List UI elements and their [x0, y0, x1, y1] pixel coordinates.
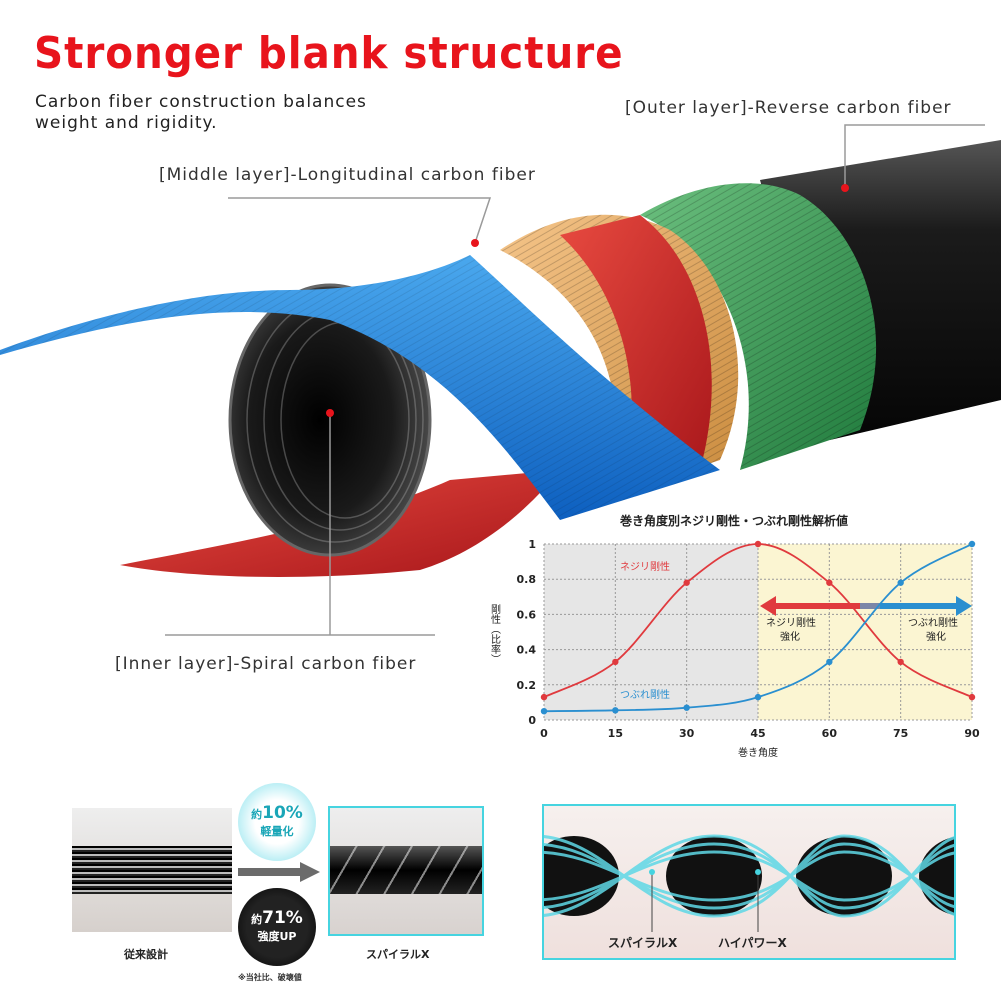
middle-marker-dot [471, 239, 479, 247]
strength-badge: 約71% 強度UP [238, 888, 316, 966]
weave-illustration [544, 834, 954, 932]
series-point-0 [897, 658, 904, 666]
spiral-label: スパイラルX [366, 948, 430, 961]
x-tick-label: 15 [608, 727, 623, 740]
conventional-label: 従来設計 [124, 948, 168, 961]
series-label-red: ネジリ剛性 [620, 560, 670, 573]
grey-region [544, 544, 758, 720]
badge2-prefix: 約 [251, 913, 263, 926]
badge2-suffix: 強度UP [257, 930, 297, 943]
x-tick-label: 45 [750, 727, 765, 740]
callout-middle-layer: [Middle layer]-Longitudinal carbon fiber [159, 165, 536, 185]
series-point-1 [897, 579, 904, 586]
x-tick-label: 75 [893, 727, 908, 740]
chart-title: 巻き角度別ネジリ剛性・つぶれ剛性解析値 [619, 513, 848, 528]
series-point-1 [754, 693, 762, 701]
series-point-1 [968, 540, 976, 548]
rod-layers-illustration [0, 124, 1001, 636]
arrow-right-head [956, 596, 972, 616]
outer-marker-dot [841, 184, 849, 192]
y-tick-label: 0.6 [517, 608, 537, 621]
x-tick-label: 0 [540, 727, 548, 740]
spiral-rod-box [328, 806, 484, 936]
y-tick-label: 0.4 [517, 644, 537, 657]
series-point-1 [612, 707, 619, 714]
arrow-right-icon [238, 862, 320, 882]
conventional-rod-box [72, 808, 232, 932]
inner-marker-dot [326, 409, 334, 417]
page-title: Stronger blank structure [34, 28, 624, 79]
weave-label-hipower: ハイパワーX [718, 936, 787, 950]
y-axis-label: 剛性（比率） [489, 604, 501, 664]
intro-text: Carbon fiber construction balances weigh… [35, 92, 367, 133]
series-point-0 [826, 579, 833, 586]
series-point-0 [754, 540, 762, 548]
arrow-left-head [760, 596, 776, 616]
chart-grid [543, 543, 973, 721]
spiral-weave-diagram: スパイラルX ハイパワーX [542, 804, 956, 960]
badge2-value: 71% [262, 908, 303, 928]
series-point-0 [612, 658, 619, 666]
badge1-value: 10% [262, 803, 303, 823]
x-tick-label: 60 [822, 727, 838, 740]
annotation-left-bottom: 強化 [780, 630, 800, 643]
badge1-prefix: 約 [251, 808, 263, 821]
stiffness-chart: 巻き角度別ネジリ剛性・つぶれ剛性解析値 0 0.2 0.4 0.6 0.8 1 0 15 30… [489, 513, 980, 759]
series-point-0 [540, 693, 548, 701]
weave-label-spiral: スパイラルX [608, 936, 678, 950]
spiral-marker-dot [649, 869, 655, 875]
y-tick-label: 1 [528, 538, 536, 551]
annotation-left-top: ネジリ剛性 [766, 616, 816, 629]
weight-badge: 約10% 軽量化 [238, 783, 316, 861]
series-label-blue: つぶれ剛性 [620, 688, 670, 701]
series-point-1 [826, 658, 833, 666]
series-point-0 [683, 579, 690, 586]
x-tick-label: 30 [679, 727, 695, 740]
series-point-0 [968, 693, 976, 701]
annotation-right-bottom: 強化 [926, 630, 946, 643]
badge1-suffix: 軽量化 [260, 825, 294, 838]
callout-outer-layer: [Outer layer]-Reverse carbon fiber [625, 98, 952, 118]
yellow-region [758, 544, 972, 720]
middle-red-layer [560, 215, 712, 490]
callout-inner-layer: [Inner layer]-Spiral carbon fiber [115, 654, 417, 674]
y-tick-label: 0.8 [517, 573, 537, 586]
x-axis-label: 巻き角度 [738, 746, 778, 759]
footnote: ※当社比、破壊値 [238, 973, 302, 982]
conventional-rod [72, 846, 232, 894]
spiral-rod [330, 846, 482, 894]
series-point-1 [683, 704, 690, 711]
hipower-marker-dot [755, 869, 761, 875]
annotation-right-top: つぶれ剛性 [908, 616, 958, 629]
y-tick-label: 0 [528, 714, 536, 727]
x-tick-label: 90 [964, 727, 980, 740]
series-point-1 [540, 708, 548, 715]
y-tick-label: 0.2 [517, 679, 537, 692]
